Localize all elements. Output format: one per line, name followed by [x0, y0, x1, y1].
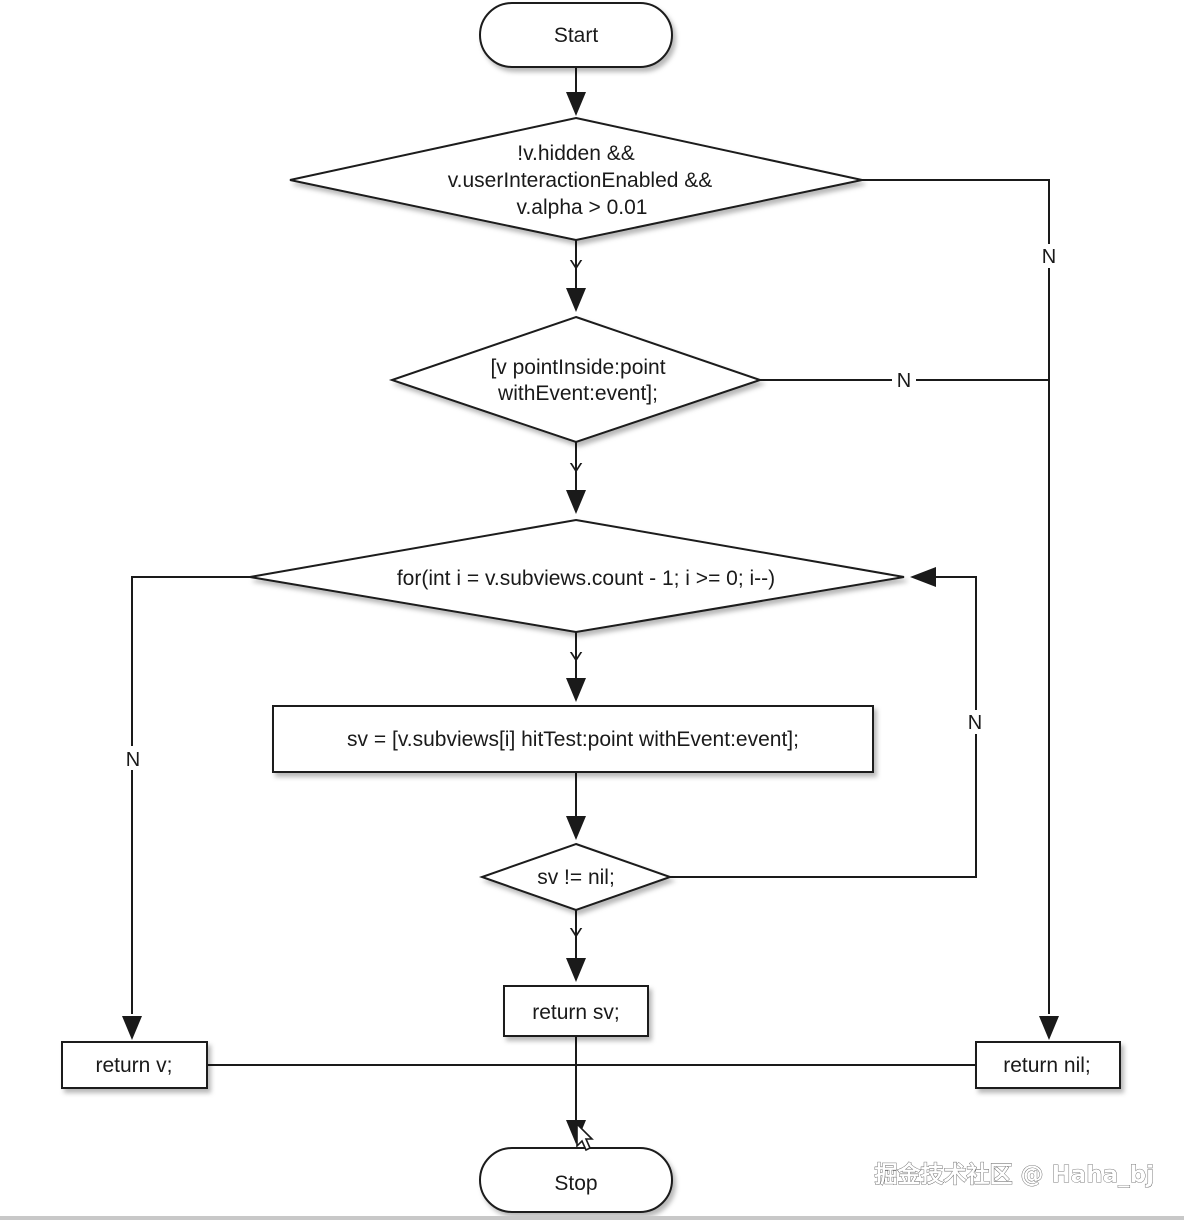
visibility-check-line-3: v.alpha > 0.01: [517, 196, 648, 219]
arrowheads: [122, 92, 1059, 1144]
node-subviews-loop: for(int i = v.subviews.count - 1; i >= 0…: [249, 518, 905, 634]
arrowhead-icon: [566, 1120, 586, 1144]
node-subview-hittest: sv = [v.subviews[i] hitTest:point withEv…: [272, 705, 874, 773]
arrowhead-icon: [122, 1016, 142, 1040]
mouse-cursor-icon: [576, 1122, 594, 1152]
edge-loop-no: [131, 576, 250, 1014]
edge-visibility-no: [862, 179, 1050, 1014]
return-nil-label: return nil;: [1003, 1054, 1091, 1077]
point-inside-line-2: withEvent:event];: [497, 382, 658, 405]
label-check-no: N: [968, 712, 982, 734]
visibility-check-line-1: !v.hidden &&: [517, 142, 635, 165]
label-loop-yes: Y: [569, 649, 582, 671]
node-return-v: return v;: [61, 1041, 208, 1089]
visibility-check-line-2: v.userInteractionEnabled &&: [448, 169, 713, 192]
arrowhead-icon: [566, 958, 586, 982]
arrowhead-icon: [566, 92, 586, 116]
arrowhead-icon: [1039, 1016, 1059, 1040]
subview-hittest-label: sv = [v.subviews[i] hitTest:point withEv…: [347, 728, 799, 751]
node-return-sv: return sv;: [503, 985, 649, 1037]
label-visibility-yes: Y: [569, 257, 582, 279]
node-sv-not-nil-check: sv != nil;: [478, 842, 674, 912]
return-v-label: return v;: [95, 1054, 172, 1077]
node-start: Start: [479, 2, 673, 68]
return-sv-label: return sv;: [532, 1001, 620, 1024]
label-check-yes: Y: [569, 925, 582, 947]
label-loop-no: N: [126, 749, 140, 771]
node-point-inside-check: [v pointInside:point withEvent:event];: [388, 315, 764, 444]
watermark-text: 掘金技术社区 @ Haha_bj: [874, 1161, 1154, 1188]
node-start-label: Start: [554, 24, 599, 47]
node-stop: Stop: [479, 1147, 673, 1213]
edge-labels: Y Y Y Y N N N N: [121, 244, 1060, 947]
sv-not-nil-label: sv != nil;: [537, 866, 615, 889]
label-pointinside-no: N: [897, 370, 911, 392]
node-return-nil: return nil;: [975, 1041, 1121, 1089]
arrowhead-icon: [566, 816, 586, 840]
arrowhead-icon: [910, 567, 936, 587]
point-inside-line-1: [v pointInside:point: [490, 356, 665, 379]
arrowhead-icon: [566, 490, 586, 514]
bottom-border: [0, 1216, 1184, 1220]
arrowhead-icon: [566, 288, 586, 312]
label-pointinside-yes: Y: [569, 460, 582, 482]
node-visibility-check: !v.hidden && v.userInteractionEnabled &&…: [289, 116, 863, 242]
arrowhead-icon: [566, 678, 586, 702]
label-visibility-no: N: [1042, 246, 1056, 268]
node-stop-label: Stop: [554, 1172, 597, 1195]
subviews-loop-label: for(int i = v.subviews.count - 1; i >= 0…: [397, 567, 775, 590]
